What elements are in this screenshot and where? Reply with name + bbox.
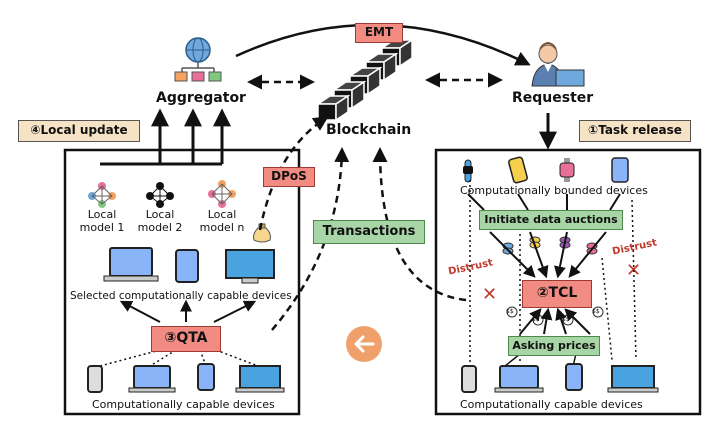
qta-tag: ③QTA xyxy=(151,326,221,352)
selected-devices-caption: Selected computationally capable devices xyxy=(70,290,292,302)
tcl-tag: ②TCL xyxy=(522,280,592,308)
local-model-2-icon xyxy=(146,182,174,208)
band-icon xyxy=(463,159,473,183)
selected-monitor-icon xyxy=(225,249,275,284)
tablet-right-icon xyxy=(611,157,629,183)
blockchain-label: Blockchain xyxy=(326,122,412,138)
asking-prices-tag: Asking prices xyxy=(508,336,600,356)
task-release-step: ①Task release xyxy=(579,120,691,142)
initiate-auctions-tag: Initiate data auctions xyxy=(479,210,623,230)
left-monitor-icon xyxy=(235,365,285,393)
requester-label: Requester xyxy=(512,90,594,106)
bounded-devices-caption: Computationally bounded devices xyxy=(460,184,648,197)
price-tag-2: $$ xyxy=(532,316,540,323)
coin-stacks-icon xyxy=(502,236,598,255)
left-phone-icon xyxy=(87,365,103,393)
blockchain-icon xyxy=(315,38,415,122)
dpos-tag: DPoS xyxy=(263,167,315,187)
right-tablet-icon xyxy=(565,363,583,391)
local-model-1-icon xyxy=(88,182,116,208)
right-panel xyxy=(434,148,702,416)
left-laptop-icon xyxy=(128,365,176,393)
money-bag-icon xyxy=(253,223,271,243)
right-bottom-caption: Computationally capable devices xyxy=(460,398,643,411)
back-arrow-button[interactable] xyxy=(346,326,382,362)
selected-laptop-icon xyxy=(103,247,159,282)
aggregator-label: Aggregator xyxy=(156,90,246,106)
price-tag-1: $$ xyxy=(506,308,514,315)
requester-icon xyxy=(531,42,585,87)
local-update-step: ④Local update xyxy=(18,120,140,142)
left-panel xyxy=(63,148,301,416)
right-laptop-icon xyxy=(494,365,544,393)
right-monitor-icon xyxy=(607,365,659,393)
watch-icon xyxy=(559,158,575,182)
price-tag-3: $$ xyxy=(562,316,570,323)
left-bottom-caption: Computationally capable devices xyxy=(92,398,275,411)
left-tablet-icon xyxy=(197,363,215,391)
price-tag-icons xyxy=(506,306,604,326)
right-phone-icon xyxy=(461,365,477,393)
local-model-n-icon xyxy=(208,180,236,208)
distrust-left-x: ✕ xyxy=(482,284,497,305)
phone-yellow-icon xyxy=(508,156,528,184)
transactions-tag: Transactions xyxy=(313,220,425,244)
aggregator-icon xyxy=(174,37,222,82)
emt-tag: EMT xyxy=(355,23,403,43)
selected-tablet-icon xyxy=(175,249,199,283)
price-tag-4: $$ xyxy=(592,308,600,315)
